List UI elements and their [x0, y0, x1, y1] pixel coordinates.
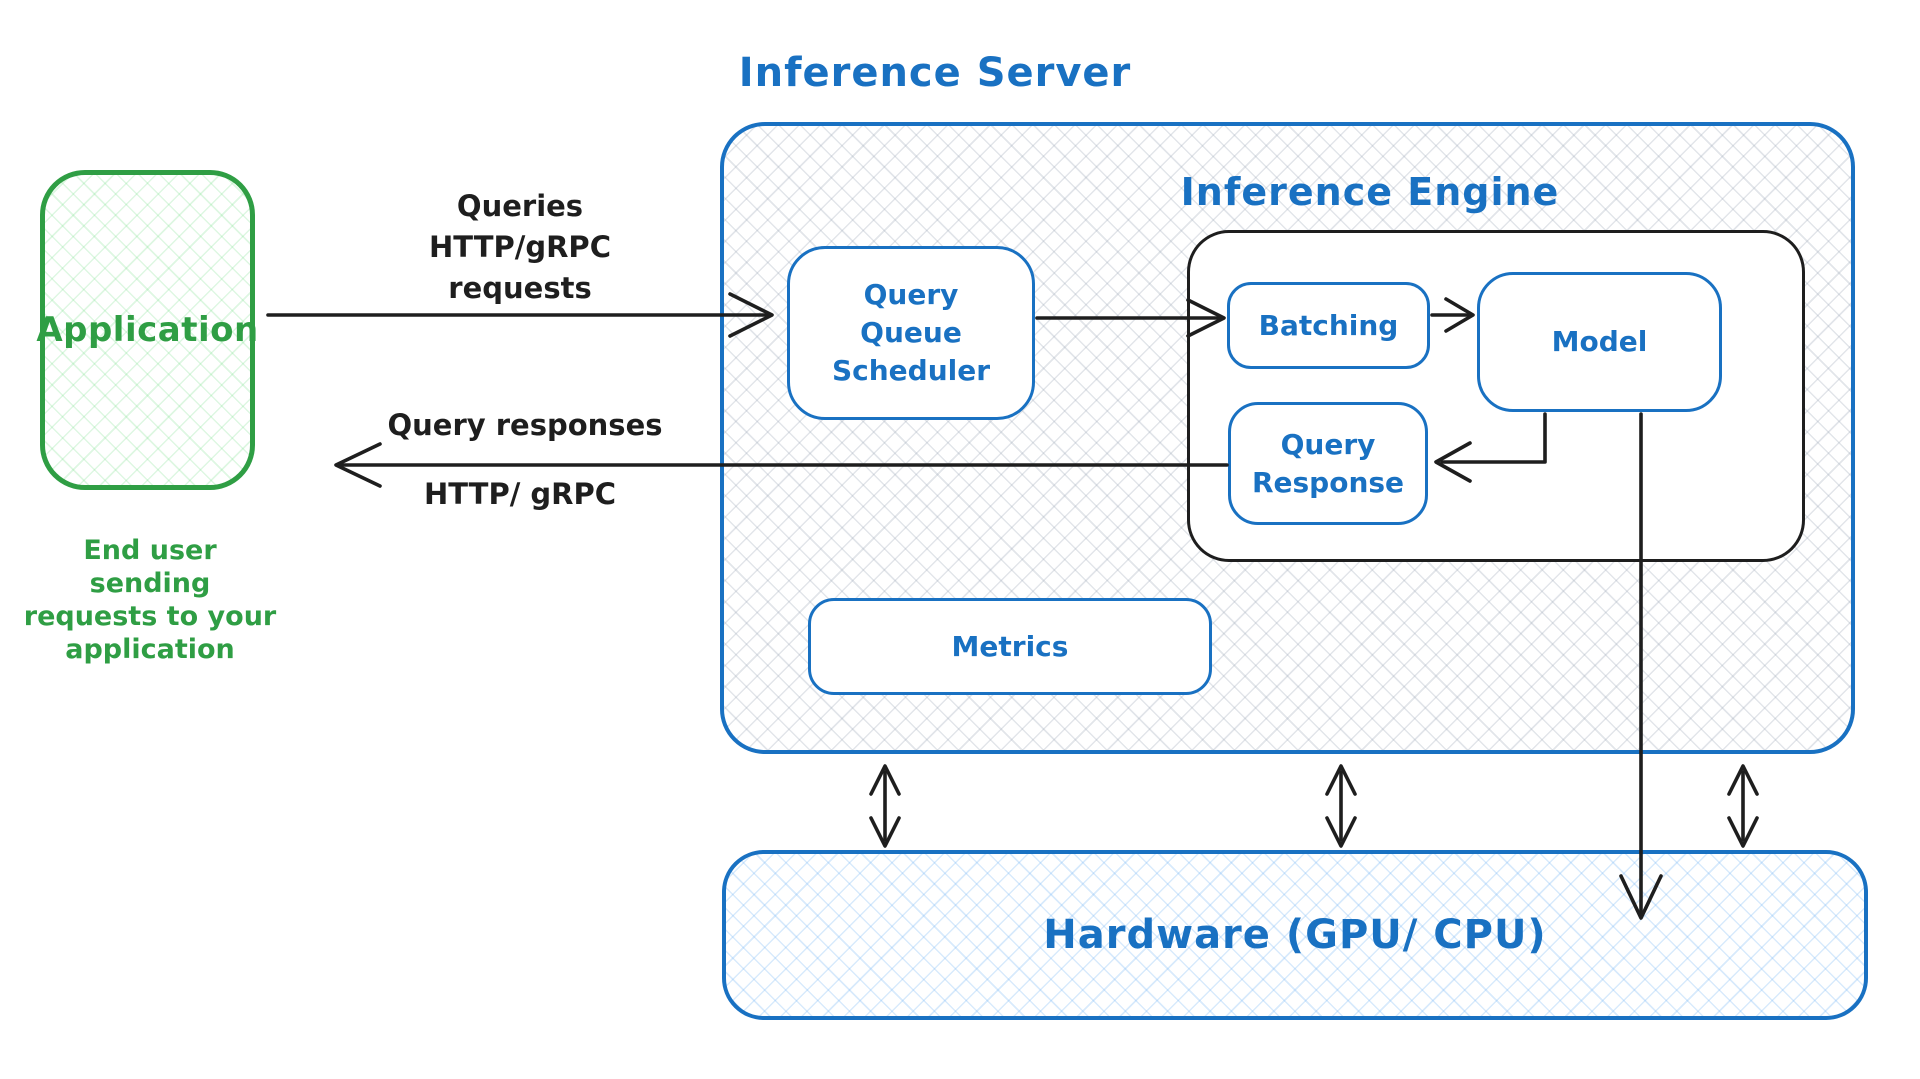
- query-response-line: Response: [1251, 465, 1405, 499]
- server-hardware-doublearrow-middle: [1325, 764, 1357, 848]
- query-response-node: Query Response: [1228, 402, 1428, 525]
- batching-node: Batching: [1227, 282, 1430, 369]
- request-label-line: Queries: [456, 189, 584, 223]
- inference-engine-title: Inference Engine: [1180, 170, 1560, 214]
- qqs-line: Scheduler: [831, 354, 991, 387]
- caption-line: End user sending: [83, 535, 217, 599]
- response-arrow-label-bottom: HTTP/ gRPC: [423, 477, 617, 511]
- query-response-line: Query: [1280, 427, 1376, 461]
- caption-line: requests to your: [23, 601, 277, 632]
- request-label-line: requests: [448, 271, 592, 305]
- query-queue-scheduler-node: Query Queue Scheduler: [787, 246, 1035, 420]
- request-arrow-label: Queries HTTP/gRPC requests: [370, 186, 670, 309]
- response-arrow-label-top: Query responses: [387, 408, 663, 442]
- batching-label: Batching: [1258, 308, 1399, 342]
- application-caption: End user sending requests to your applic…: [20, 534, 280, 666]
- caption-line: application: [65, 634, 235, 665]
- hardware-node: Hardware (GPU/ CPU): [722, 850, 1868, 1020]
- qqs-line: Queue: [860, 316, 962, 349]
- application-label: Application: [36, 310, 259, 350]
- metrics-node: Metrics: [808, 598, 1212, 695]
- metrics-label: Metrics: [951, 629, 1069, 663]
- qqs-line: Query: [863, 278, 959, 311]
- server-hardware-doublearrow-left: [869, 764, 901, 848]
- hardware-label: Hardware (GPU/ CPU): [1043, 912, 1547, 958]
- request-label-line: HTTP/gRPC: [429, 230, 611, 264]
- inference-server-title: Inference Server: [738, 50, 1132, 96]
- model-label: Model: [1551, 325, 1648, 358]
- model-node: Model: [1477, 272, 1722, 412]
- server-hardware-doublearrow-right: [1727, 764, 1759, 848]
- application-node: Application: [36, 170, 258, 490]
